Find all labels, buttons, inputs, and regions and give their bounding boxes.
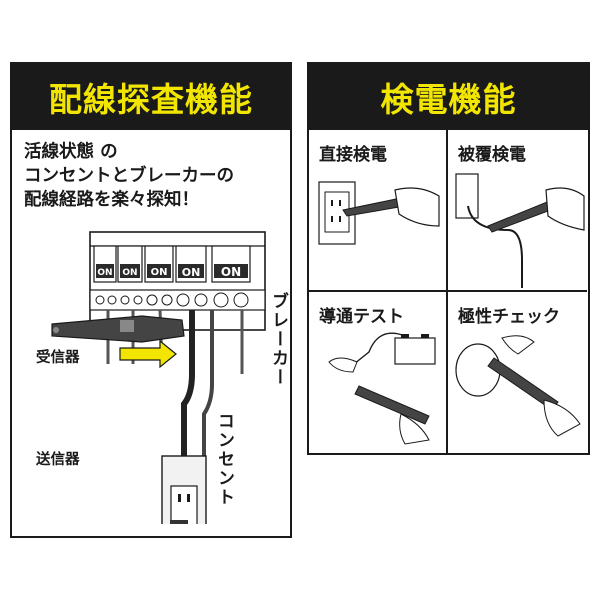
receiver-device [51, 315, 185, 343]
voltage-detection-header: 検電機能 [309, 64, 588, 130]
voltage-detection-panel: 検電機能 直接検電 被覆検電 [307, 62, 590, 455]
breaker-switch [117, 245, 143, 283]
breaker-label: ブレーカー [268, 292, 288, 387]
wiring-detection-title: 配線探査機能 [49, 80, 253, 119]
outlet-label: コンセント [214, 412, 234, 507]
description-line: 配線経路を楽々探知！ [24, 190, 199, 210]
yellow-arrow-icon [119, 339, 177, 369]
breaker-switch [211, 245, 251, 283]
on-label: ON [97, 268, 112, 278]
on-label: ON [221, 265, 241, 279]
polarity-check-illustration [455, 335, 581, 437]
wiring-description: 活線状態 の コンセントとブレーカーの 配線経路を楽々探知！ [24, 140, 286, 212]
continuity-test-illustration [328, 332, 436, 445]
wiring-illustration: ON ON ON ON ON [51, 231, 266, 524]
description-line: コンセントとブレーカーの [24, 166, 234, 186]
function-grid: 直接検電 被覆検電 導通テスト [309, 130, 588, 454]
cell-title: 直接検電 [319, 145, 387, 165]
wall-outlet [161, 455, 207, 524]
on-label: ON [151, 267, 168, 278]
direct-detection-cell: 直接検電 [309, 130, 448, 292]
breaker-switch [93, 245, 117, 283]
voltage-detection-title: 検電機能 [380, 80, 517, 119]
cell-title: 導通テスト [319, 307, 404, 327]
sender-label: 送信器 [36, 452, 80, 468]
cell-title: 被覆検電 [458, 145, 526, 165]
insulated-detection-illustration [455, 173, 585, 288]
polarity-check-cell: 極性チェック [448, 292, 587, 454]
sender-device [170, 520, 188, 524]
breaker-switch [144, 245, 174, 283]
direct-detection-illustration [318, 181, 440, 245]
on-label: ON [122, 268, 137, 278]
continuity-test-cell: 導通テスト [309, 292, 448, 454]
breaker-panel: ON ON ON ON ON [89, 231, 266, 331]
wiring-detection-header: 配線探査機能 [12, 64, 290, 130]
receiver-label: 受信器 [36, 350, 80, 366]
cell-title: 極性チェック [458, 307, 560, 327]
breaker-switch [175, 245, 207, 283]
on-label: ON [182, 266, 201, 279]
wiring-detection-panel: 配線探査機能 活線状態 の コンセントとブレーカーの 配線経路を楽々探知！ [10, 62, 292, 538]
description-line: 活線状態 の [24, 142, 118, 162]
insulated-detection-cell: 被覆検電 [448, 130, 587, 292]
